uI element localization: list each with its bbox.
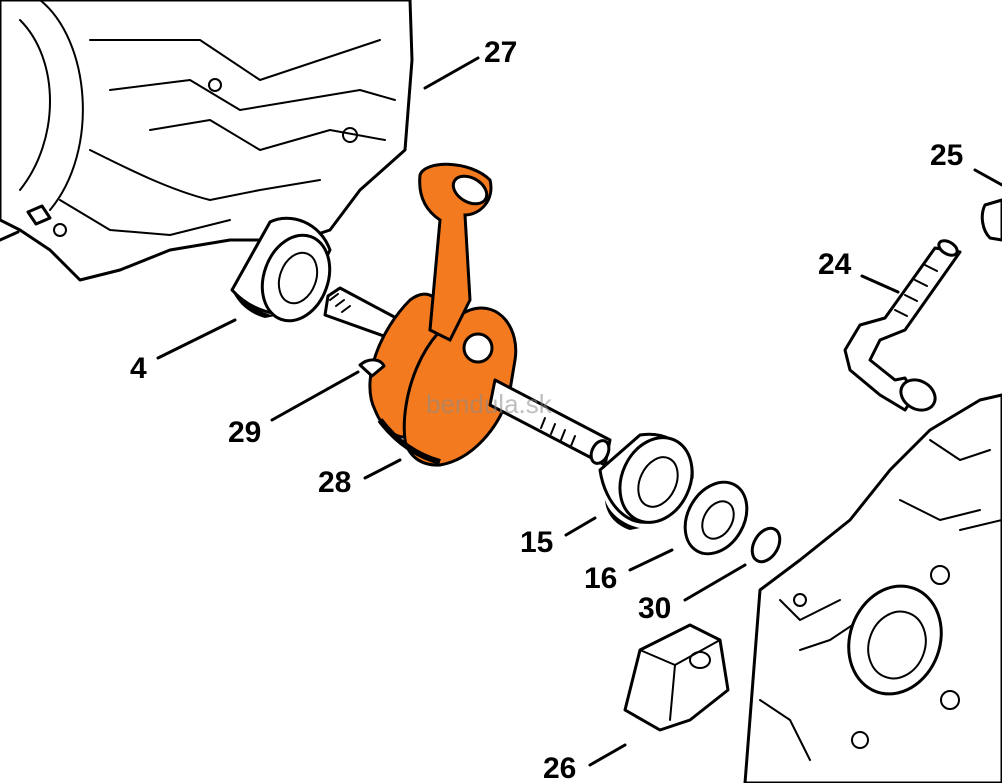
callout-15: 15 xyxy=(520,526,553,559)
callout-16: 16 xyxy=(584,562,617,595)
impulse-hose xyxy=(843,239,962,412)
left-bearing xyxy=(230,216,332,323)
crankshaft xyxy=(323,162,612,467)
leader-28 xyxy=(363,458,402,480)
leader-4 xyxy=(156,318,237,360)
callout-28: 28 xyxy=(318,466,351,499)
leader-27 xyxy=(423,56,480,90)
right-bearing xyxy=(598,432,694,530)
leader-26 xyxy=(588,743,627,767)
callout-24: 24 xyxy=(818,248,852,281)
leader-29 xyxy=(270,370,360,422)
fitting xyxy=(980,198,1002,242)
oil-seal xyxy=(683,480,749,556)
left-crankcase xyxy=(0,0,414,282)
watermark-text: bendula.sk xyxy=(426,389,553,419)
circlip xyxy=(750,526,782,564)
connecting-rod xyxy=(418,162,493,343)
woodruff-key xyxy=(358,358,386,378)
leader-24 xyxy=(860,274,900,294)
callout-26: 26 xyxy=(543,752,576,783)
leader-16 xyxy=(628,548,674,572)
callout-25: 25 xyxy=(930,139,963,172)
callout-29: 29 xyxy=(228,416,261,449)
right-crankcase xyxy=(743,393,1002,783)
leader-30 xyxy=(683,563,747,602)
leader-15 xyxy=(564,516,597,537)
leader-lines xyxy=(156,56,1002,767)
callout-4: 4 xyxy=(130,352,147,385)
callout-27: 27 xyxy=(484,36,517,69)
callout-30: 30 xyxy=(638,592,671,625)
leader-25 xyxy=(973,168,1002,187)
annular-buffer xyxy=(623,623,730,732)
